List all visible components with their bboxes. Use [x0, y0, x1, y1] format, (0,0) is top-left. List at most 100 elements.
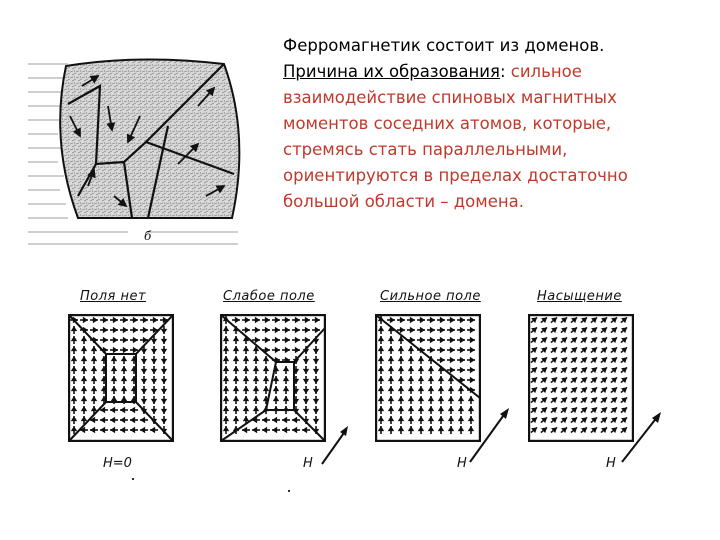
domain-arrowhead: [242, 426, 248, 434]
domain-arrowhead: [222, 406, 230, 412]
domain-arrowhead: [531, 317, 538, 324]
domain-arrowhead: [100, 426, 106, 434]
domain-arrowhead: [242, 346, 250, 352]
domain-arrowhead: [272, 426, 278, 434]
domain-arrowhead: [467, 426, 475, 432]
domain-arrowhead: [621, 377, 628, 384]
domain-arrowhead: [160, 378, 168, 384]
domain-arrowhead: [561, 367, 568, 374]
domain-arrowhead: [377, 366, 385, 372]
domain-arrowhead: [262, 376, 270, 382]
domain-arrowhead: [264, 336, 270, 344]
domain-arrowhead: [160, 328, 168, 334]
domain-arrowhead: [377, 336, 385, 342]
domain-arrowhead: [531, 427, 538, 434]
domain-arrowhead: [232, 376, 240, 382]
domain-arrowhead: [222, 346, 230, 352]
domain-arrowhead: [571, 387, 578, 394]
panel-title-saturation: Насыщение: [537, 289, 622, 304]
domain-arrowhead: [457, 406, 465, 412]
panel-title-weak-field: Слабое поле: [223, 289, 315, 304]
domain-arrowhead: [387, 376, 395, 382]
domain-arrowhead: [551, 377, 558, 384]
domain-arrowhead: [140, 388, 148, 394]
domain-arrowhead: [112, 316, 118, 324]
domain-arrowhead: [110, 366, 118, 372]
domain-arrowhead: [591, 347, 598, 354]
domain-arrowhead: [232, 396, 240, 402]
domain-arrowhead: [282, 376, 290, 382]
domain-arrowhead: [561, 427, 568, 434]
domain-arrowhead: [397, 426, 405, 432]
domain-arrowhead: [120, 376, 128, 382]
domain-arrowhead: [130, 376, 138, 382]
domain-arrowhead: [160, 428, 168, 434]
domain-arrowhead: [581, 397, 588, 404]
domain-arrowhead: [407, 386, 415, 392]
domain-arrowhead: [621, 407, 628, 414]
domain-arrowhead: [304, 316, 310, 324]
domain-arrowhead: [232, 416, 240, 422]
domain-arrowhead: [242, 376, 250, 382]
domain-arrowhead: [469, 376, 475, 384]
domain-arrowhead: [541, 387, 548, 394]
domain-arrowhead: [252, 396, 260, 402]
domain-arrowhead: [272, 406, 280, 412]
domain-arrowhead: [377, 416, 385, 422]
domain-arrowhead: [90, 396, 98, 402]
domain-arrowhead: [551, 357, 558, 364]
domain-arrowhead: [102, 316, 108, 324]
domain-arrowhead: [284, 326, 290, 334]
domain-arrowhead: [469, 326, 475, 334]
domain-arrowhead: [429, 336, 435, 344]
domain-arrowhead: [467, 406, 475, 412]
domain-arrowhead: [551, 327, 558, 334]
domain-arrowhead: [312, 388, 320, 394]
domain-arrowhead: [262, 406, 270, 412]
domain-arrowhead: [447, 406, 455, 412]
domain-arrowhead: [581, 367, 588, 374]
domain-arrowhead: [581, 417, 588, 424]
domain-arrowhead: [72, 316, 78, 324]
domain-arrowhead: [541, 317, 548, 324]
domain-arrowhead: [302, 408, 310, 414]
domain-arrowhead: [284, 356, 290, 364]
domain-arrowhead: [140, 416, 146, 424]
domain-arrowhead: [571, 367, 578, 374]
domain-arrowhead: [551, 387, 558, 394]
domain-arrowhead: [427, 396, 435, 402]
domain-arrowhead: [427, 386, 435, 392]
domain-arrowhead: [284, 336, 290, 344]
domain-arrowhead: [112, 336, 118, 344]
domain-arrowhead: [377, 426, 385, 432]
domain-arrowhead: [437, 376, 445, 382]
domain-arrowhead: [419, 326, 425, 334]
domain-arrowhead: [387, 336, 395, 342]
domain-arrowhead: [621, 397, 628, 404]
domain-arrowhead: [447, 386, 455, 392]
domain-arrowhead: [427, 376, 435, 382]
domain-arrowhead: [132, 326, 138, 334]
domain-arrowhead: [407, 346, 415, 352]
domain-arrowhead: [419, 346, 425, 354]
domain-arrowhead: [150, 338, 158, 344]
domain-arrowhead: [437, 366, 445, 372]
domain-arrowhead: [407, 396, 415, 402]
domain-arrowhead: [459, 336, 465, 344]
domain-arrowhead: [561, 387, 568, 394]
domain-arrowhead: [252, 416, 258, 424]
domain-arrowhead: [122, 346, 128, 354]
desc-cause-underlined: Причина их образования: [283, 62, 500, 81]
domain-arrowhead: [467, 416, 475, 422]
domain-arrowhead: [459, 326, 465, 334]
domain-arrowhead: [429, 326, 435, 334]
domain-arrowhead: [611, 377, 618, 384]
domain-arrowhead: [621, 347, 628, 354]
domain-arrowhead: [397, 376, 405, 382]
domain-arrowhead: [80, 356, 88, 362]
domain-arrowhead: [242, 366, 250, 372]
domain-arrowhead: [312, 398, 320, 404]
domain-arrowhead: [252, 346, 260, 352]
domain-arrowhead: [150, 388, 158, 394]
domain-arrowhead: [417, 396, 425, 402]
